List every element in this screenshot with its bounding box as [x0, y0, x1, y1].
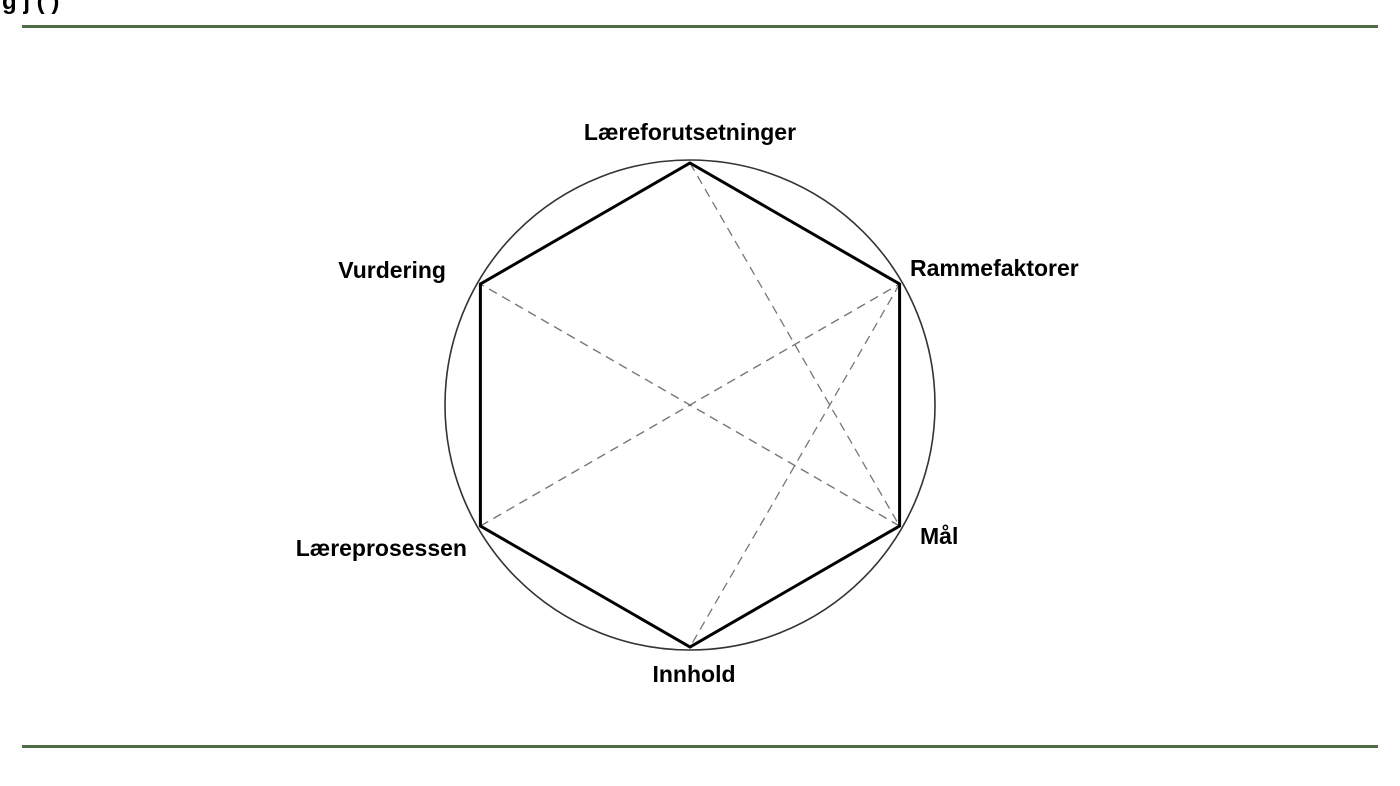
bottom-rule: [22, 745, 1378, 748]
label-vurdering: Vurdering: [338, 257, 446, 283]
label-laereforutsetninger: Læreforutsetninger: [584, 119, 796, 145]
top-rule: [22, 25, 1378, 28]
triangle-line-top-to-mal: [689, 162, 901, 527]
label-laereprosessen: Læreprosessen: [296, 535, 467, 561]
triangle-line-rammefaktorer-to-innhold: [689, 283, 901, 648]
hexagon: [478, 161, 902, 649]
label-innhold: Innhold: [652, 661, 735, 687]
outer-circle: [444, 159, 936, 651]
label-maal: Mål: [920, 523, 958, 549]
figure-caption: g j ( ): [2, 0, 60, 15]
figure-caption-strip: g j ( ): [0, 0, 1400, 18]
label-rammefaktorer: Rammefaktorer: [910, 255, 1079, 281]
triangle-line-laereprosessen-to-rammefaktorer: [480, 283, 900, 527]
